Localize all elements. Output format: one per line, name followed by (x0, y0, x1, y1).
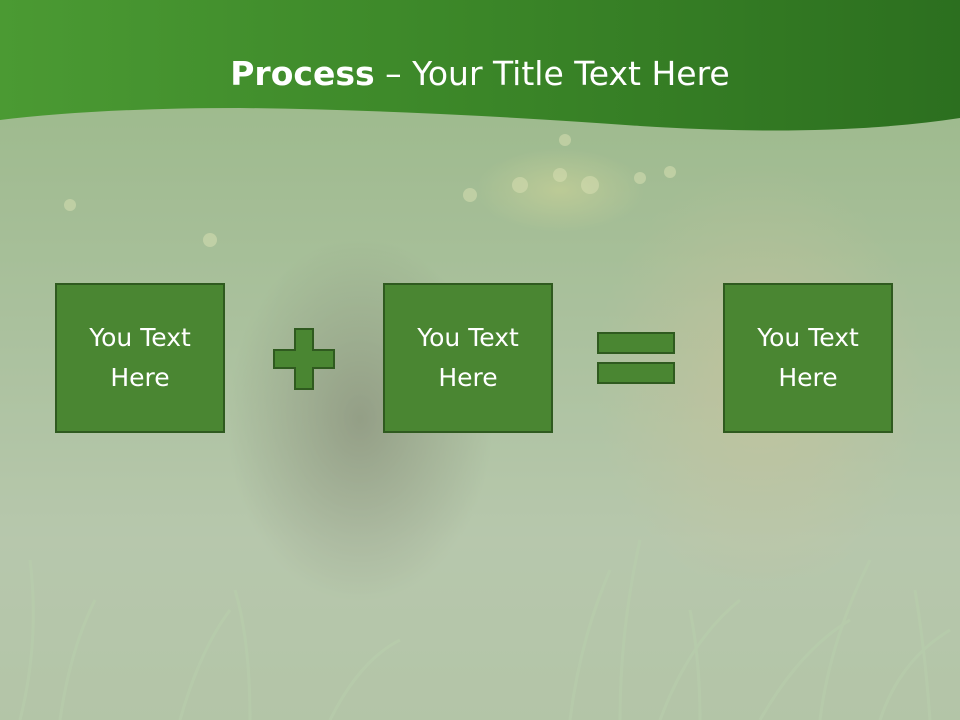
process-box-1[interactable]: You Text Here (55, 283, 225, 433)
process-box-3[interactable]: You Text Here (723, 283, 893, 433)
title-rest: – Your Title Text Here (374, 54, 730, 93)
process-box-3-text: You Text Here (757, 323, 859, 392)
equals-icon (597, 332, 675, 384)
plus-icon (273, 328, 335, 390)
slide-title: Process – Your Title Text Here (0, 50, 960, 98)
title-bold: Process (230, 54, 375, 93)
process-box-1-text: You Text Here (89, 323, 191, 392)
process-box-2-text: You Text Here (417, 323, 519, 392)
header-banner (0, 0, 960, 131)
process-box-2[interactable]: You Text Here (383, 283, 553, 433)
